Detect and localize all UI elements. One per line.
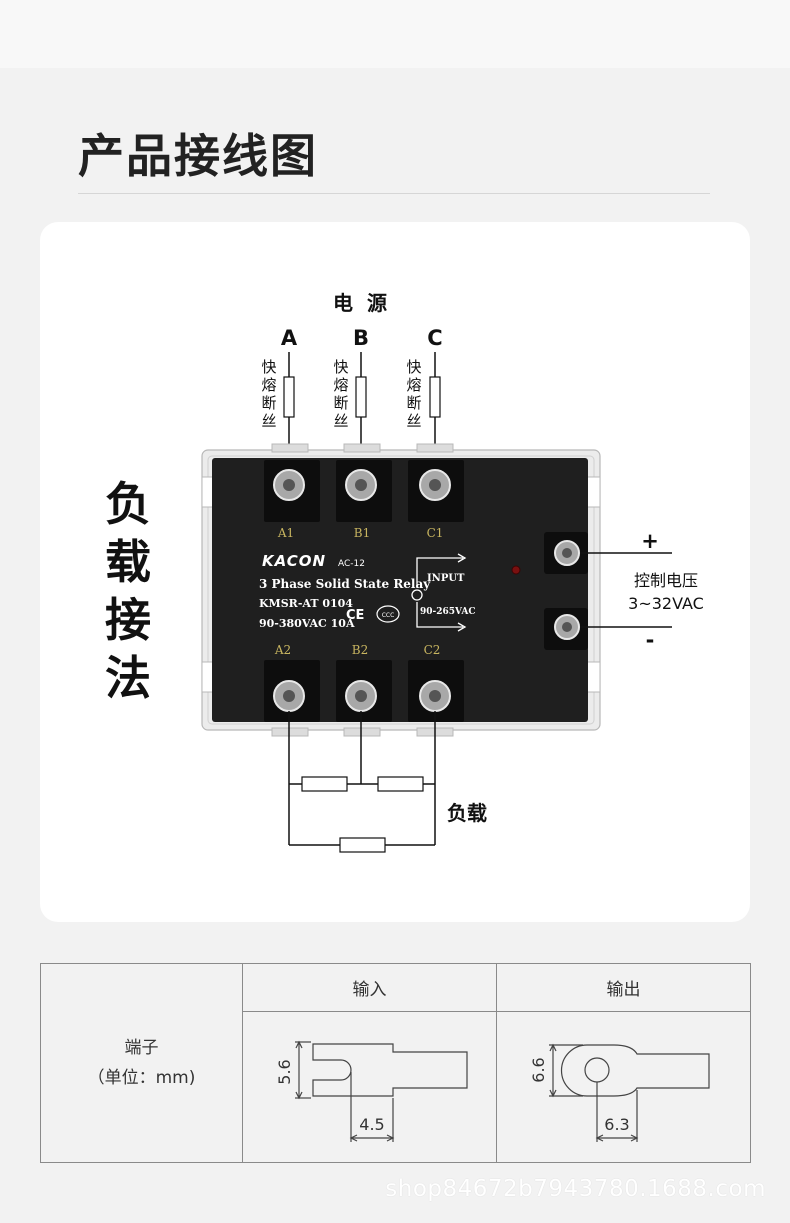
terminal-label-b1: B1	[354, 526, 370, 540]
terminal-label-b2: B2	[352, 643, 368, 657]
input-terminal-cell: 5.6 4.5	[242, 1011, 497, 1163]
relay-body	[212, 458, 588, 722]
input-height-dim: 5.6	[275, 1059, 294, 1084]
fuse-c	[429, 376, 441, 418]
wiring-diagram: 电 源 A B C 快熔断丝 快熔断丝 快熔断丝	[201, 291, 704, 853]
ring-terminal-drawing: 6.6 6.3	[529, 1043, 710, 1142]
output-column-header: 输出	[496, 963, 751, 1012]
relay-model-code: AC-12	[338, 559, 365, 569]
relay-part-number: KMSR-AT 0104	[259, 597, 353, 610]
title-divider	[78, 193, 710, 194]
phase-label-b: B	[353, 326, 369, 350]
control-wires	[580, 552, 672, 628]
relay-rating: 90-380VAC 10A	[259, 617, 355, 630]
input-indicator	[411, 553, 467, 632]
phase-label-a: A	[281, 326, 298, 350]
control-voltage-value: 3~32VAC	[628, 594, 704, 613]
terminal-label-a1: A1	[277, 526, 294, 540]
terminal-screws	[273, 469, 580, 712]
output-width-dim: 6.3	[604, 1115, 629, 1134]
power-label: 电 源	[333, 291, 387, 315]
input-range: 90-265VAC	[420, 607, 475, 617]
load-resistor-bc	[377, 776, 424, 792]
input-label: INPUT	[427, 573, 465, 584]
fuse-b	[355, 376, 367, 418]
output-terminal-cell: 6.6 6.3	[496, 1011, 751, 1163]
terminal-row-title: 端子	[124, 1038, 159, 1058]
terminal-label-a2: A2	[274, 643, 291, 657]
relay-brand-logo: KACON	[262, 552, 326, 570]
load-resistor-ac	[339, 837, 386, 853]
status-led-icon	[511, 565, 521, 575]
fuse-a	[283, 376, 295, 418]
load-label: 负载	[447, 801, 487, 825]
relay-description: 3 Phase Solid State Relay	[259, 577, 431, 591]
method-label: 负 载 接 法	[105, 477, 151, 705]
output-height-dim: 6.6	[529, 1057, 548, 1082]
section-title: 产品接线图	[78, 129, 318, 183]
fuse-label-b: 快熔断丝	[333, 358, 348, 430]
ccc-mark: CCC	[382, 612, 395, 619]
terminal-label-c1: C1	[427, 526, 444, 540]
fork-terminal-drawing: 5.6 4.5	[275, 1040, 468, 1142]
top-strip	[0, 0, 790, 68]
wiring-card: 电 源 A B C 快熔断丝 快熔断丝 快熔断丝	[40, 222, 750, 922]
terminal-row-unit: （单位：mm)	[87, 1068, 196, 1088]
control-minus: -	[646, 628, 655, 652]
control-voltage-label: 控制电压	[634, 571, 698, 590]
shop-watermark: shop84672b7943780.1688.com	[385, 1176, 766, 1202]
ccc-mark-icon	[376, 605, 400, 623]
fuse-label-a: 快熔断丝	[261, 358, 276, 430]
phase-label-c: C	[427, 326, 442, 350]
load-wires	[288, 711, 436, 846]
fuse-label-c: 快熔断丝	[406, 358, 421, 430]
control-plus: +	[641, 529, 659, 553]
input-column-header: 输入	[242, 963, 497, 1012]
terminal-spec-table: 端子 （单位：mm) 输入 输出	[40, 963, 751, 1163]
terminal-row-label: 端子 （单位：mm)	[40, 963, 243, 1163]
terminal-label-c2: C2	[424, 643, 441, 657]
ce-mark: CE	[346, 608, 364, 623]
input-width-dim: 4.5	[359, 1115, 384, 1134]
load-resistor-ab	[301, 776, 348, 792]
